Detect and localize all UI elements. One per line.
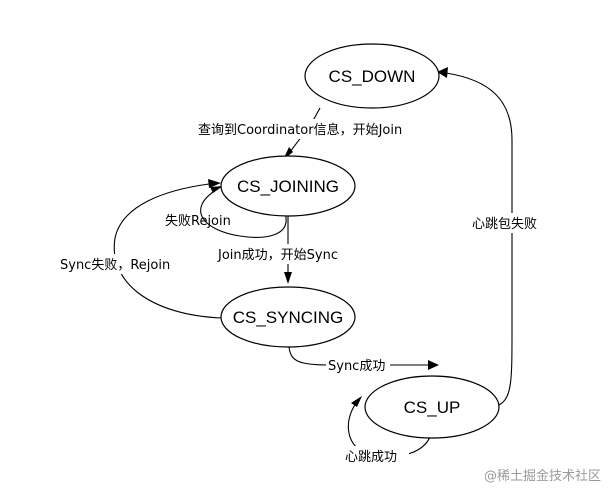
arrowhead-syncing-to-joining — [208, 179, 221, 188]
node-cs-down-label: CS_DOWN — [329, 67, 416, 86]
node-cs-up — [364, 375, 500, 439]
arrowhead-joining-self — [210, 186, 223, 193]
arrowhead-up-to-down — [437, 67, 448, 78]
arrowhead-up-self — [351, 396, 362, 407]
edge-label-bg-syncing-to-up — [326, 356, 390, 374]
edge-label-up-to-down: 心跳包失败 — [472, 217, 537, 232]
edge-label-bg-up-to-down — [470, 213, 554, 233]
edge-label-syncing-to-up: Sync成功 — [328, 359, 385, 374]
arrowhead-syncing-to-up — [428, 360, 439, 370]
node-cs-joining — [220, 155, 356, 217]
edge-up-to-down — [445, 72, 513, 406]
edge-label-syncing-to-joining: Sync失败，Rejoin — [60, 258, 170, 273]
node-cs-syncing-label: CS_SYNCING — [233, 308, 344, 327]
node-cs-joining-label: CS_JOINING — [237, 177, 339, 196]
edge-label-bg-up-self — [343, 446, 409, 466]
edge-label-joining-self: 失败Rejoin — [165, 214, 231, 229]
node-cs-down — [304, 43, 440, 109]
edge-label-bg-down-to-joining — [196, 119, 432, 139]
node-cs-up-label: CS_UP — [404, 398, 461, 417]
watermark: @稀土掘金技术社区 — [484, 468, 601, 484]
edge-joining-self — [200, 189, 287, 238]
edge-label-joining-to-syncing: Join成功，开始Sync — [217, 248, 338, 263]
edge-label-bg-joining-to-syncing — [216, 244, 356, 264]
arrowhead-joining-to-syncing — [284, 272, 292, 284]
edge-label-up-self: 心跳成功 — [345, 450, 397, 465]
edge-syncing-to-joining — [113, 183, 223, 319]
edge-label-bg-syncing-to-joining — [58, 254, 180, 274]
node-cs-syncing — [220, 286, 356, 348]
edge-label-down-to-joining: 查询到Coordinator信息，开始Join — [198, 122, 402, 138]
